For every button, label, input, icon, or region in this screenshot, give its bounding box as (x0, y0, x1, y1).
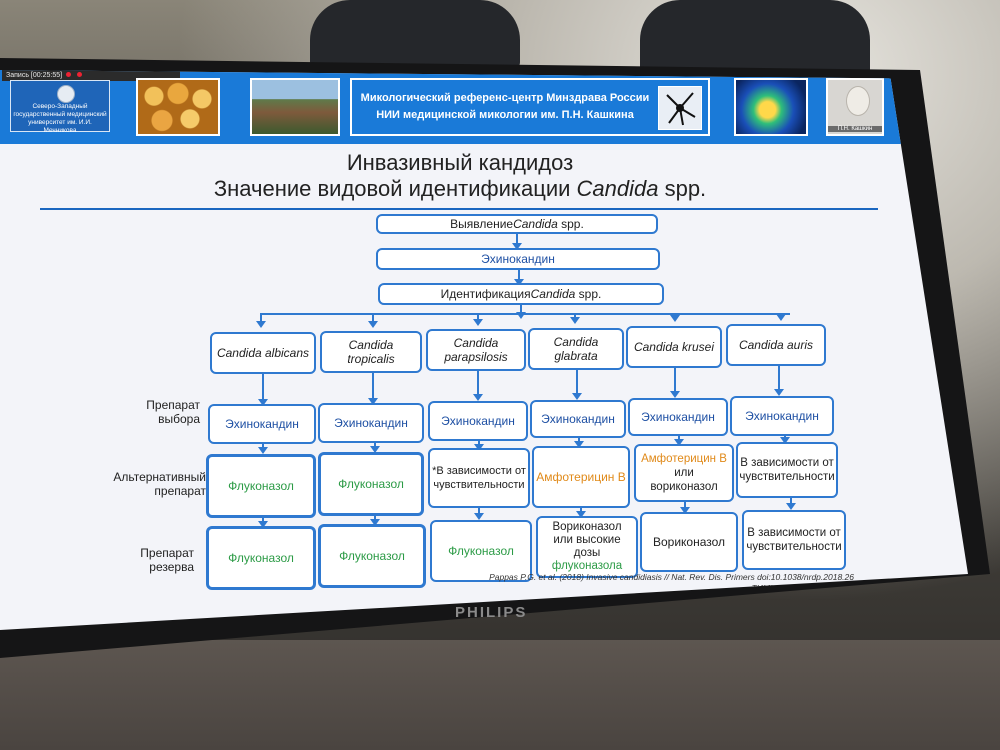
col2-arrow-c (370, 516, 380, 526)
col6-arrow-c (786, 498, 796, 510)
institute-line1: Микологический референс-центр Минздрава … (360, 92, 650, 104)
colony-photo (734, 78, 808, 136)
reserve-albicans: Флуконазол (206, 526, 316, 590)
title-divider (40, 208, 878, 210)
citation-line1: Pappas P.G. et al. (2018) Invasive candi… (489, 572, 854, 582)
col3-arrow-c (474, 508, 484, 520)
col1-arrow-c (258, 518, 268, 528)
choice-auris: Эхинокандин (730, 396, 834, 436)
portrait-face (846, 86, 870, 116)
portrait-caption: П.Н. Кашкин (828, 126, 882, 132)
reserve-tropicalis: Флуконазол (318, 524, 426, 588)
col5-arrow-a (670, 368, 680, 398)
slide-title: Инвазивный кандидоз (346, 150, 574, 175)
species-krusei: Candida krusei (626, 326, 722, 368)
slide-header: Запись [00:25:55] Северо-Западный госуда… (0, 70, 920, 144)
desk (0, 640, 1000, 750)
row-label-reserve: Препарат резерва (140, 546, 194, 574)
col4-arrow-c (576, 508, 586, 518)
alt-albicans: Флуконазол (206, 454, 316, 518)
record-icon[interactable] (66, 72, 72, 77)
col2-arrow-b (370, 443, 380, 453)
logo-text: Северо-Западный государственный медицинс… (13, 103, 107, 134)
branch-line (260, 313, 790, 315)
choice-krusei: Эхинокандин (628, 398, 728, 436)
col5-arrow-b (674, 436, 684, 446)
col6-arrow-b (780, 436, 790, 444)
species-auris: Candida auris (726, 324, 826, 366)
species-parapsilosis: Candida parapsilosis (426, 329, 526, 371)
institute-title: Микологический референс-центр Минздрава … (350, 78, 710, 136)
choice-parapsilosis: Эхинокандин (428, 401, 528, 441)
branch-arrow-4 (570, 313, 580, 324)
network-node-icon (658, 86, 702, 130)
reserve-krusei: Вориконазол (640, 512, 738, 572)
col5-arrow-c (680, 502, 690, 514)
university-logo: Северо-Западный государственный медицинс… (10, 80, 110, 134)
col1-arrow-a (258, 374, 268, 406)
alt-glabrata: Амфотерицин В (532, 446, 630, 508)
arrow-1 (512, 234, 522, 250)
monitor-brand: PHILIPS (455, 604, 528, 621)
portrait-photo: П.Н. Кашкин (826, 78, 884, 136)
row-label-alternative: Альтернативный препарат (113, 470, 206, 498)
institute-line2: НИИ медицинской микологии им. П.Н. Кашки… (376, 109, 634, 121)
slide-subtitle: Значение видовой идентификации Candida s… (213, 176, 707, 201)
branch-arrow-1 (256, 313, 266, 328)
flow-echinocandin-box: Эхинокандин (376, 248, 660, 270)
seal-icon (57, 85, 75, 103)
recorder-toolbar[interactable]: Запись [00:25:55] (2, 70, 180, 81)
col6-arrow-a (774, 366, 784, 396)
branch-arrow-2 (368, 313, 378, 328)
arrow-3 (516, 305, 526, 319)
recorder-label: Запись [00:25:55] (6, 72, 63, 79)
arrow-2 (514, 270, 524, 286)
choice-tropicalis: Эхинокандин (318, 403, 424, 443)
branch-arrow-5 (670, 313, 680, 322)
row-label-choice: Препарат выбора (146, 398, 200, 426)
stop-icon[interactable] (76, 72, 82, 77)
chair-right (640, 0, 870, 80)
reserve-parapsilosis: Флуконазол (430, 520, 532, 582)
yeast-cells-photo (136, 78, 220, 136)
species-glabrata: Candida glabrata (528, 328, 624, 370)
branch-arrow-3 (473, 313, 483, 326)
projected-slide: Запись [00:25:55] Северо-Западный госуда… (0, 70, 968, 630)
branch-arrow-6 (776, 313, 786, 321)
col4-arrow-a (572, 370, 582, 400)
choice-albicans: Эхинокандин (208, 404, 316, 444)
col3-arrow-a (473, 371, 483, 401)
col2-arrow-a (368, 373, 378, 405)
reserve-auris: В зависимости от чувствительности (742, 510, 846, 570)
species-tropicalis: Candida tropicalis (320, 331, 422, 373)
alt-parapsilosis: *В зависимости от чувствительности (428, 448, 530, 508)
col3-arrow-b (474, 441, 484, 451)
flow-detection-box: Выявление Candida spp. (376, 214, 658, 234)
alt-auris: В зависимости от чувствительности (736, 442, 838, 498)
chair-left (310, 0, 520, 70)
col1-arrow-b (258, 444, 268, 454)
choice-glabrata: Эхинокандин (530, 400, 626, 438)
building-photo (250, 78, 340, 136)
species-albicans: Candida albicans (210, 332, 316, 374)
col4-arrow-b (574, 438, 584, 448)
flow-identification-box: Идентификация Candida spp. (378, 283, 664, 305)
alt-tropicalis: Флуконазол (318, 452, 424, 516)
